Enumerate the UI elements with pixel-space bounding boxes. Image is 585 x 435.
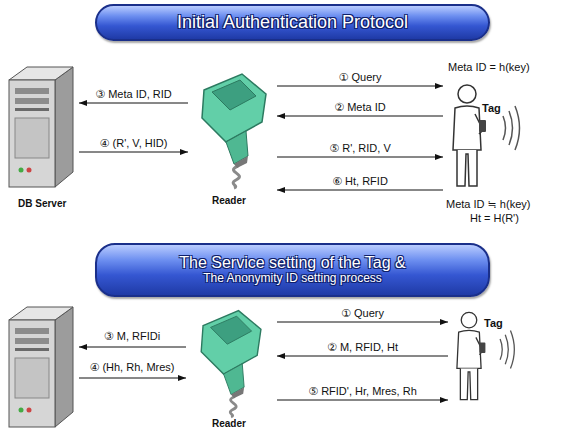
message-label: ① Query xyxy=(341,307,384,320)
message-arrow xyxy=(79,152,188,153)
reader: Reader xyxy=(190,68,275,208)
edge-label-box: ③ Meta ID, RID xyxy=(95,88,171,101)
tag-holder-icon xyxy=(445,80,525,190)
note-label-box: ④ (Hh, Rh, Mres) xyxy=(89,361,174,374)
edge-label-box: ① Query xyxy=(341,307,384,320)
message-label: ⑥ Ht, RFID xyxy=(332,175,388,188)
server-icon xyxy=(9,307,73,427)
edge-label-box: ⑥ Ht, RFID xyxy=(332,175,388,188)
reader-icon xyxy=(202,74,266,188)
reader-icon xyxy=(201,311,261,417)
message-label: ① Query xyxy=(339,71,382,84)
device-label: Tag xyxy=(482,102,501,115)
message-label: ⑤ R', RID, V xyxy=(329,142,390,155)
device-label: Reader xyxy=(212,418,246,430)
message-arrow xyxy=(277,356,448,357)
message-arrow xyxy=(277,322,448,323)
edge-label-box: ① Query xyxy=(339,71,382,84)
message-label: ④ (R', V, HID) xyxy=(100,137,168,150)
message-arrow xyxy=(79,103,188,104)
device-label: Reader xyxy=(212,195,246,207)
note-label-box: Ht = H(R') xyxy=(470,212,519,225)
db-server-icon xyxy=(9,67,73,187)
banner-title: Initial Authentication Protocol xyxy=(177,12,408,33)
note-label: ④ (Hh, Rh, Mres) xyxy=(89,361,174,374)
title-banner: Initial Authentication Protocol xyxy=(95,4,490,41)
edge-label-box: ⑤ RFID', Hr, Mres, Rh xyxy=(308,385,417,398)
edge-label-box: ④ (R', V, HID) xyxy=(100,137,168,150)
section-banner: The Service setting of the Tag &The Anon… xyxy=(95,243,490,297)
message-label: ③ Meta ID, RID xyxy=(95,88,171,101)
edge-label-box: ⑤ R', RID, V xyxy=(329,142,390,155)
note-label: Ht = H(R') xyxy=(470,212,519,225)
reader: Reader xyxy=(190,305,275,433)
db-server-icon xyxy=(5,60,75,190)
message-label: ② Meta ID xyxy=(334,101,385,114)
tag-holder-icon xyxy=(457,312,514,399)
tag-holder: Tag xyxy=(445,80,525,195)
db-server: DB Server xyxy=(5,60,77,212)
message-arrow xyxy=(277,157,443,158)
note-label-box: Meta ID ≒ h(key) xyxy=(446,198,530,211)
note-label: Meta ID ≒ h(key) xyxy=(446,198,530,211)
edge-label-box: ② Meta ID xyxy=(334,101,385,114)
edge-label-box: ② M, RFID, Ht xyxy=(327,341,398,354)
server-icon xyxy=(9,307,73,427)
message-arrow xyxy=(79,378,186,379)
message-arrow xyxy=(79,347,186,348)
message-arrow xyxy=(277,190,443,191)
reader-icon xyxy=(190,68,275,188)
message-label: ② M, RFID, Ht xyxy=(327,341,398,354)
device-label: Tag xyxy=(484,317,503,330)
note-label-box: Meta ID = h(key) xyxy=(448,61,530,74)
message-arrow xyxy=(277,86,443,87)
device-label: DB Server xyxy=(18,198,66,210)
tag-holder: Tag xyxy=(450,308,530,405)
note-label-box: ③ M, RFIDi xyxy=(104,330,160,343)
message-arrow xyxy=(277,400,448,401)
note-label: ③ M, RFIDi xyxy=(104,330,160,343)
message-arrow xyxy=(277,116,443,117)
tag-holder-icon xyxy=(453,85,520,186)
banner-title: The Anonymity ID setting process xyxy=(203,272,382,286)
banner-title: The Service setting of the Tag & xyxy=(179,254,406,272)
reader-icon xyxy=(190,305,275,417)
message-label: ⑤ RFID', Hr, Mres, Rh xyxy=(308,385,417,398)
note-label: Meta ID = h(key) xyxy=(448,61,530,74)
